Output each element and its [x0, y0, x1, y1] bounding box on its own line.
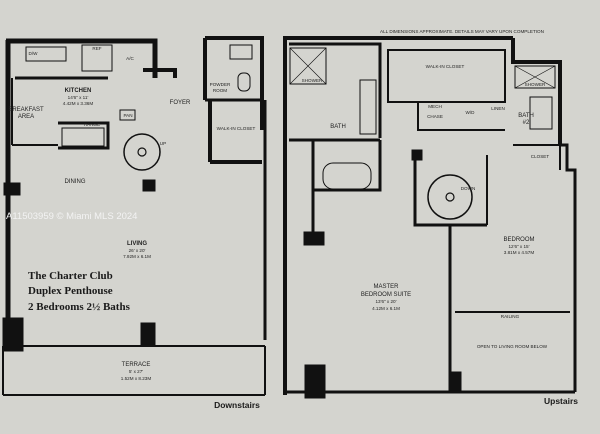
title-block: The Charter Club Duplex Penthouse 2 Bedr… — [28, 270, 131, 313]
downstairs-plan — [2, 36, 267, 396]
master-bath-walls — [289, 42, 382, 138]
terrace-name: TERRACE — [122, 362, 151, 368]
powder-line2: ROOM — [213, 88, 227, 93]
laundry-walls — [417, 102, 505, 131]
bedroom-dim-m: 3.81M x 4.57M — [504, 250, 535, 255]
column-5 — [303, 231, 325, 246]
chase-label: CHASE — [427, 114, 443, 119]
upstairs-label: Upstairs — [544, 396, 578, 406]
upstairs-east-wall — [560, 143, 577, 392]
column-6 — [304, 364, 326, 399]
shower2-label: SHOWER — [525, 82, 546, 87]
tub-enclosure — [313, 140, 382, 192]
bedroom-dim-ft: 12'6" x 15' — [508, 244, 529, 249]
master-dim-ft: 13'6" x 20' — [375, 299, 396, 304]
bath2-shower — [514, 65, 556, 89]
pantry — [119, 109, 136, 121]
header-note: ALL DIMENSIONS APPROXIMATE. DETAILS MAY … — [380, 29, 544, 34]
dw-label: D/W — [29, 51, 39, 56]
walkin-up-label: WALK-IN CLOSET — [426, 64, 465, 69]
bath2-vanity — [529, 96, 553, 130]
ref-label: REF — [92, 46, 101, 51]
title-line3: 2 Bedrooms 2½ Baths — [28, 301, 131, 313]
kitchen-dim-m: 4.42M x 3.36M — [63, 101, 94, 106]
spiral-stair-core — [137, 147, 147, 157]
bath-label: BATH — [330, 124, 346, 130]
column-4 — [140, 322, 156, 346]
closet-label: CLOSET — [531, 154, 550, 159]
terrace-dim-m: 1.52M x 8.23M — [121, 376, 152, 381]
bath2-line2: #2 — [523, 120, 530, 126]
column-2 — [142, 179, 156, 192]
ac-closet-wall — [143, 68, 177, 78]
master-dim-m: 4.12M x 6.1M — [372, 306, 400, 311]
walkin-down-label: WALK-IN CLOSET — [217, 126, 256, 131]
upstairs-plan — [283, 36, 577, 399]
spiral-stair-outer — [123, 133, 161, 171]
column-3 — [2, 317, 24, 352]
bathtub — [322, 162, 372, 190]
bath2-wall — [511, 38, 562, 145]
kitchen-island — [58, 121, 110, 150]
living-dim-ft: 26' x 20' — [129, 248, 146, 253]
shower-x — [289, 47, 327, 85]
kitchen-name: KITCHEN — [65, 88, 92, 94]
title-line2: Duplex Penthouse — [28, 285, 113, 297]
linen-label: LINEN — [491, 106, 505, 111]
bedroom-name: BEDROOM — [503, 237, 534, 243]
range-label: RANGE — [84, 122, 100, 127]
range-top — [61, 127, 105, 147]
powder-toilet — [237, 72, 251, 92]
railing-label: RAILING — [501, 314, 520, 319]
master-shower — [289, 47, 327, 85]
open-below-label: OPEN TO LIVING ROOM BELOW — [477, 344, 548, 349]
spiral-stair-up-core — [445, 192, 455, 202]
refrigerator — [81, 44, 113, 72]
kitchen-sink-counter — [25, 46, 67, 62]
stair-enclosure — [413, 155, 487, 227]
column-8 — [411, 149, 423, 161]
dining-label: DINING — [65, 179, 86, 185]
kitchen-dim-ft: 14'6" x 11' — [68, 95, 89, 100]
ac-label: A/C — [126, 56, 134, 61]
downstairs-north-wall — [6, 38, 158, 78]
pan-label: PAN — [123, 113, 132, 118]
down-label: DOWN — [461, 186, 476, 191]
room-labels: ALL DIMENSIONS APPROXIMATE. DETAILS MAY … — [8, 29, 549, 381]
terrace-dim-ft: 5' x 27' — [129, 369, 143, 374]
powder-line1: POWDER — [210, 82, 231, 87]
living-dim-m: 7.92M x 6.1M — [123, 254, 151, 259]
bath2-shower-x — [514, 65, 556, 89]
breakfast-line2: AREA — [18, 114, 34, 120]
up-label: UP — [160, 141, 166, 146]
foyer-label: FOYER — [170, 100, 191, 106]
master-vanity — [359, 79, 377, 135]
spiral-stair-up-outer — [427, 174, 473, 220]
closet-walls — [513, 144, 561, 170]
master-line2: BEDROOM SUITE — [361, 292, 411, 298]
shower1-label: SHOWER — [302, 78, 323, 83]
watermark: A11503959 © Miami MLS 2024 — [6, 211, 137, 222]
upstairs-walkin-closet — [387, 49, 506, 103]
column-7 — [451, 371, 462, 393]
living-name: LIVING — [127, 241, 147, 247]
breakfast-line1: BREAKFAST — [8, 107, 44, 113]
powder-vanity — [229, 44, 253, 60]
downstairs-label: Downstairs — [214, 400, 260, 410]
column-1 — [3, 182, 21, 196]
title-line1: The Charter Club — [28, 270, 113, 282]
mech-label: MECH — [428, 104, 442, 109]
bath2-line1: BATH — [518, 113, 534, 119]
master-line1: MASTER — [373, 284, 399, 290]
wd-label: W/D — [466, 110, 476, 115]
